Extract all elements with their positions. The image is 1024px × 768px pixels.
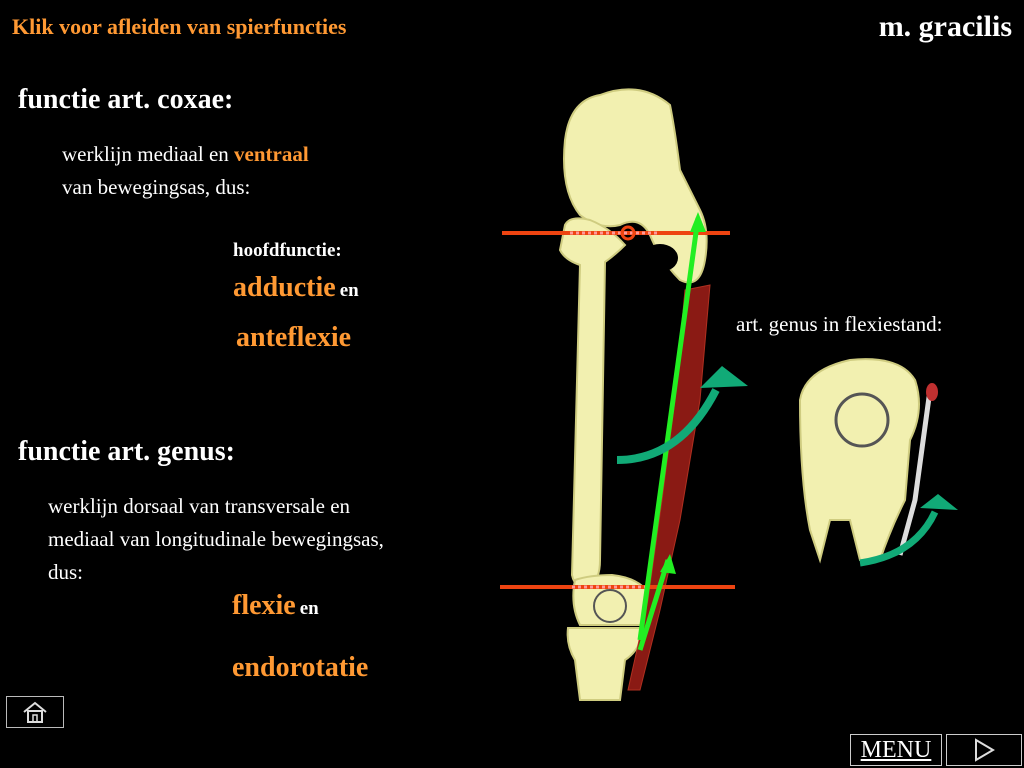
patella	[594, 590, 626, 622]
genus-conj1: en	[300, 598, 319, 619]
coxae-heading: functie art. coxae:	[18, 84, 233, 116]
coxae-function-2: anteflexie	[236, 322, 351, 354]
coxae-function-1: adductie en	[233, 272, 359, 304]
genus-function-2: endorotatie	[232, 652, 368, 684]
coxae-func1-rest: dductie	[247, 272, 336, 303]
coxae-line1-prefix: werklijn mediaal en	[62, 142, 234, 166]
knee-flexed-illustration	[800, 359, 958, 563]
rotation-arrow-hip	[617, 390, 716, 460]
home-button[interactable]	[6, 696, 64, 728]
obturator-foramen	[642, 244, 678, 272]
muscle-title: m. gracilis	[879, 10, 1012, 44]
knee-flexed-caption: art. genus in flexiestand:	[736, 312, 942, 337]
play-triangle-icon	[973, 738, 995, 762]
genus-line1: werklijn dorsaal van transversale en	[48, 494, 350, 518]
femur	[560, 218, 625, 586]
genus-function-1: flexie en	[232, 590, 319, 622]
genus-func1: flexie	[232, 590, 296, 621]
coxae-func1-a: a	[233, 272, 247, 303]
genus-heading: functie art. genus:	[18, 436, 235, 468]
genus-line2: mediaal van longitudinale bewegingsas,	[48, 527, 384, 551]
home-icon	[20, 700, 50, 724]
genus-description: werklijn dorsaal van transversale en med…	[48, 490, 384, 589]
coxae-line2: van bewegingsas, dus:	[62, 175, 250, 199]
coxae-description: werklijn mediaal en ventraal van bewegin…	[62, 138, 309, 204]
coxae-conj1: en	[340, 280, 359, 301]
derive-functions-link[interactable]: Klik voor afleiden van spierfuncties	[12, 14, 347, 40]
genus-line3: dus:	[48, 560, 83, 584]
next-button[interactable]	[946, 734, 1022, 766]
coxae-line1-highlight: ventraal	[234, 142, 309, 166]
coxae-main-function-label: hoofdfunctie:	[233, 240, 342, 262]
menu-button[interactable]: MENU	[850, 734, 942, 766]
